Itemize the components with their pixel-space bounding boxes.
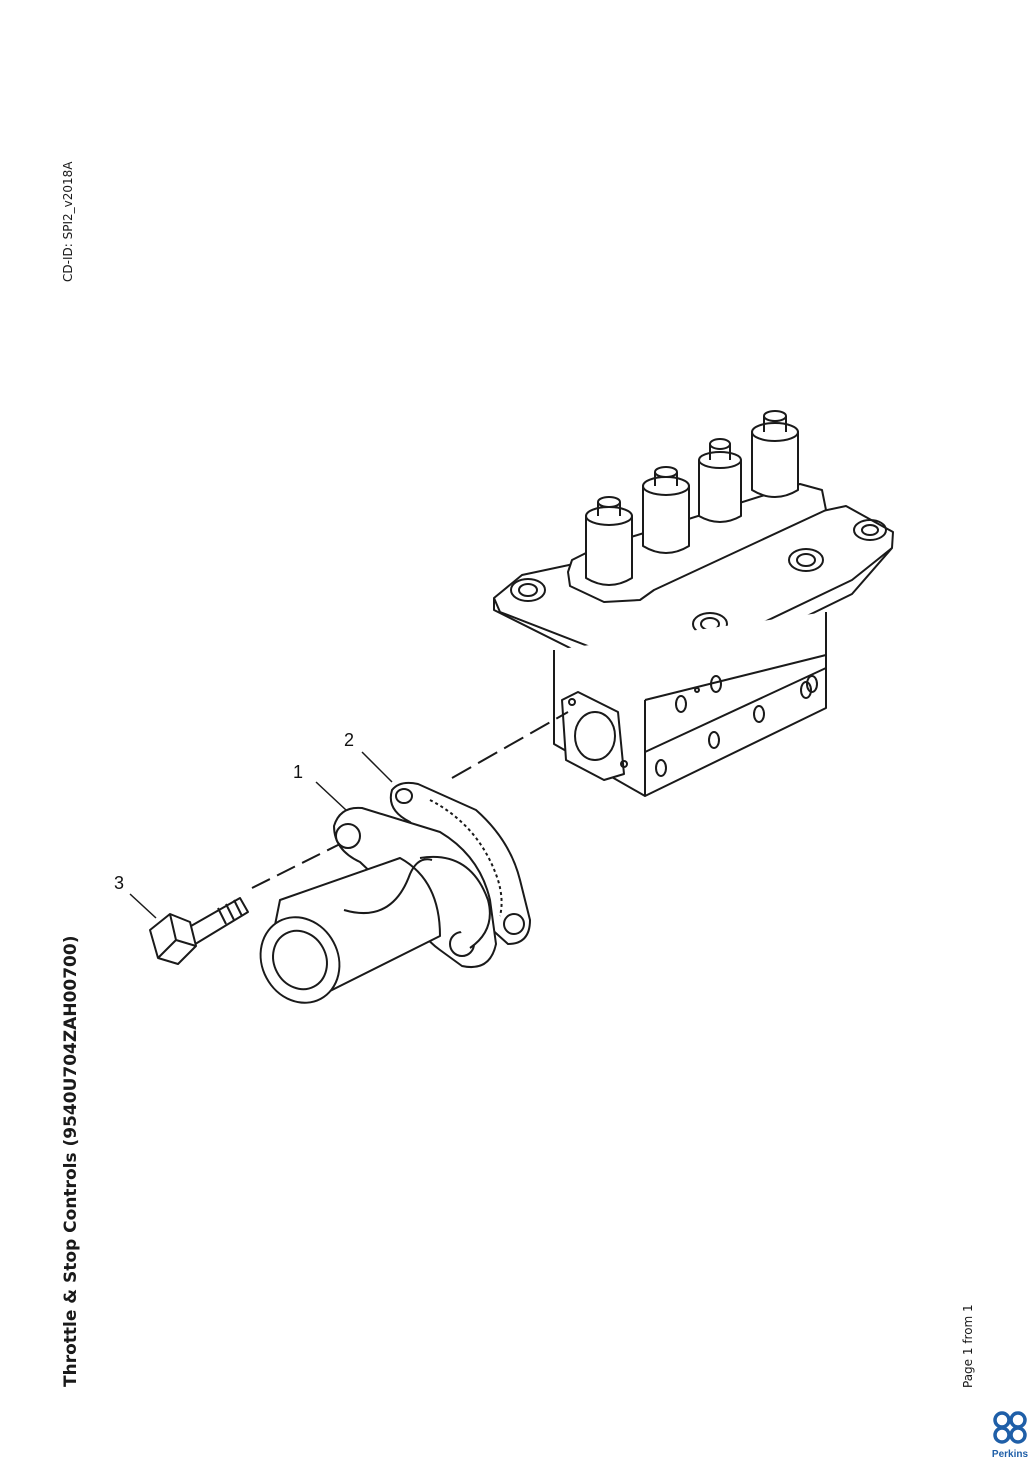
- perkins-logo: Perkins: [992, 1411, 1029, 1460]
- callout-3: 3: [114, 873, 124, 893]
- stop-solenoid: [259, 806, 497, 1004]
- fuel-injection-pump: [493, 483, 894, 797]
- logo-wordmark: Perkins: [992, 1449, 1029, 1460]
- bolt: [149, 897, 249, 965]
- callout-2: 2: [344, 730, 354, 750]
- callout-1: 1: [293, 762, 303, 782]
- delivery-valve-holders: [585, 410, 799, 586]
